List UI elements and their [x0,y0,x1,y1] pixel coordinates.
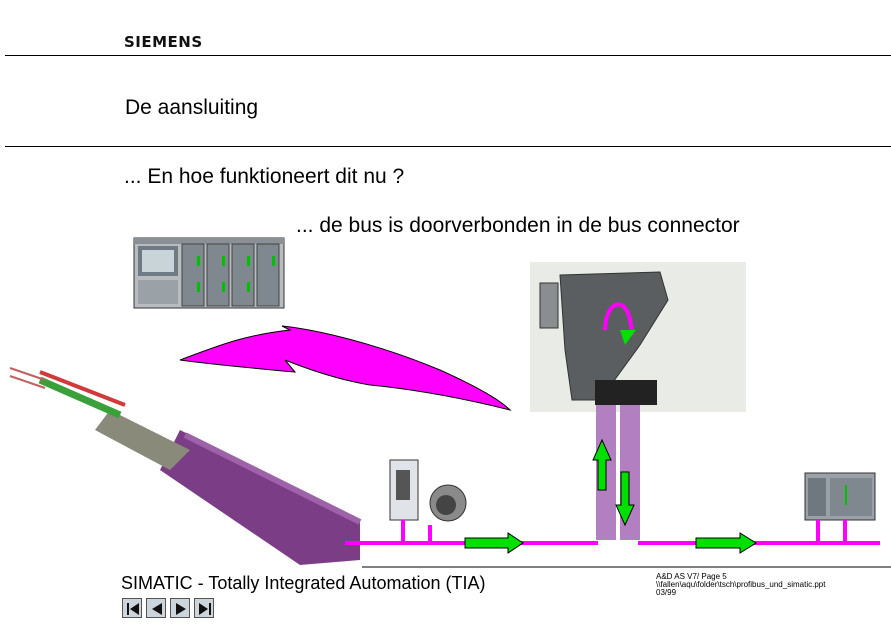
profibus-cable-image [10,368,360,565]
footer-meta: A&D AS V7/ Page 5 \\fallen\aqu\folder\ts… [656,573,825,597]
bus-connector-image [530,262,746,540]
footer-meta-line3: 03/99 [656,589,825,597]
curved-arrow-icon [180,326,510,410]
plc-rack-right-icon [805,473,875,520]
first-slide-icon[interactable] [122,598,142,618]
slide-navigation [122,598,214,618]
next-slide-icon[interactable] [170,598,190,618]
bus-arrow-right-1-icon [465,533,523,553]
plc-rack-icon [134,238,284,308]
bus-arrow-right-2-icon [696,533,756,553]
last-slide-icon[interactable] [194,598,214,618]
footer-product: SIMATIC - Totally Integrated Automation … [121,573,485,594]
previous-slide-icon[interactable] [146,598,166,618]
field-device-icon [390,460,466,521]
footer-meta-line2: \\fallen\aqu\folder\tsch\profibus_und_si… [656,581,825,589]
